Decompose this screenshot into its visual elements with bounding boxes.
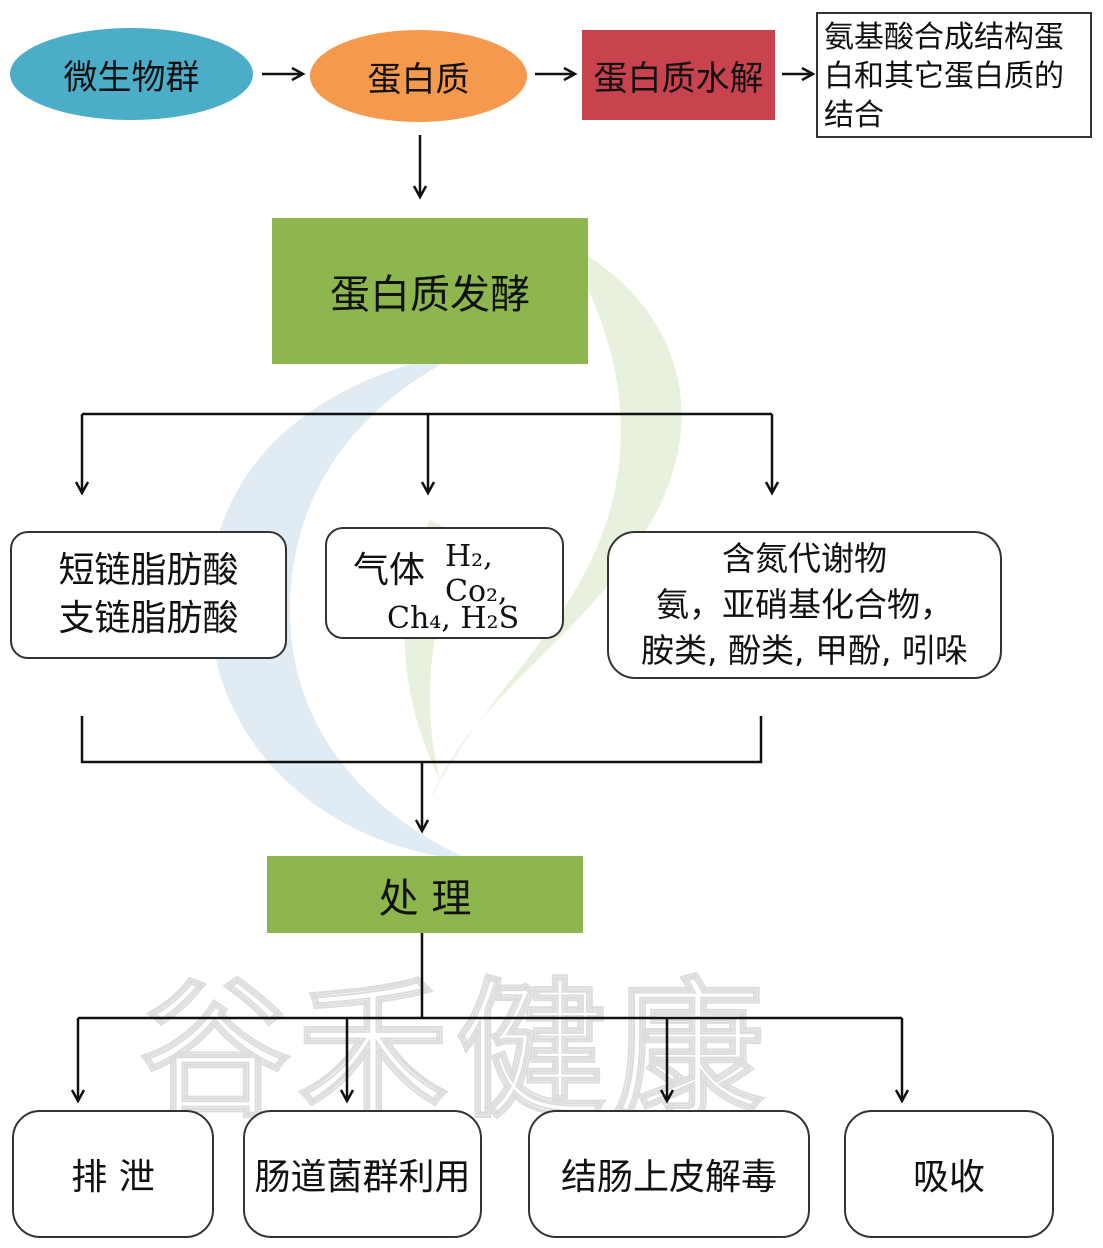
gas-formula-line-2: Ch₄, H₂S bbox=[387, 601, 520, 636]
node-absorption: 吸收 bbox=[844, 1110, 1054, 1238]
node-microbes-label: 微生物群 bbox=[63, 57, 200, 98]
node-gut-flora: 肠道菌群利用 bbox=[243, 1110, 482, 1238]
node-nitrogen-metabolites: 含氮代谢物 氨，亚硝基化合物， 胺类, 酚类, 甲酚, 吲哚 bbox=[607, 531, 1002, 679]
node-fermentation-label: 蛋白质发酵 bbox=[330, 272, 530, 318]
fatty-acids-line-2: 支链脂肪酸 bbox=[58, 598, 239, 639]
node-synthesis: 氨基酸合成结构蛋白和其它蛋白质的结合 bbox=[816, 12, 1092, 138]
node-synthesis-label: 氨基酸合成结构蛋白和其它蛋白质的结合 bbox=[824, 20, 1064, 133]
nitrogen-line-3: 胺类, 酚类, 甲酚, 吲哚 bbox=[641, 631, 968, 670]
fatty-acids-line-1: 短链脂肪酸 bbox=[58, 550, 239, 591]
gut-flora-label: 肠道菌群利用 bbox=[254, 1157, 471, 1198]
node-hydrolysis: 蛋白质水解 bbox=[582, 30, 775, 120]
node-fatty-acids: 短链脂肪酸 支链脂肪酸 bbox=[10, 531, 287, 659]
node-fermentation: 蛋白质发酵 bbox=[272, 218, 588, 364]
excretion-label: 排 泄 bbox=[71, 1157, 155, 1198]
absorption-label: 吸收 bbox=[912, 1157, 985, 1198]
nitrogen-title: 含氮代谢物 bbox=[722, 539, 887, 578]
node-detox: 结肠上皮解毒 bbox=[528, 1110, 810, 1238]
node-protein-label: 蛋白质 bbox=[367, 59, 470, 100]
gas-formula-line-1: H₂, Co₂, bbox=[445, 539, 508, 609]
node-excretion: 排 泄 bbox=[12, 1110, 214, 1238]
gas-label: 气体 bbox=[353, 550, 426, 591]
detox-label: 结肠上皮解毒 bbox=[560, 1157, 777, 1198]
products-merge-line bbox=[80, 716, 763, 764]
node-gas: 气体 H₂, Co₂, Ch₄, H₂S bbox=[325, 527, 564, 639]
node-protein: 蛋白质 bbox=[310, 30, 527, 122]
node-processing-label: 处 理 bbox=[378, 875, 472, 922]
node-hydrolysis-label: 蛋白质水解 bbox=[593, 58, 764, 99]
node-microbes: 微生物群 bbox=[10, 28, 253, 120]
node-processing: 处 理 bbox=[267, 856, 583, 933]
nitrogen-line-2: 氨，亚硝基化合物， bbox=[656, 585, 953, 624]
